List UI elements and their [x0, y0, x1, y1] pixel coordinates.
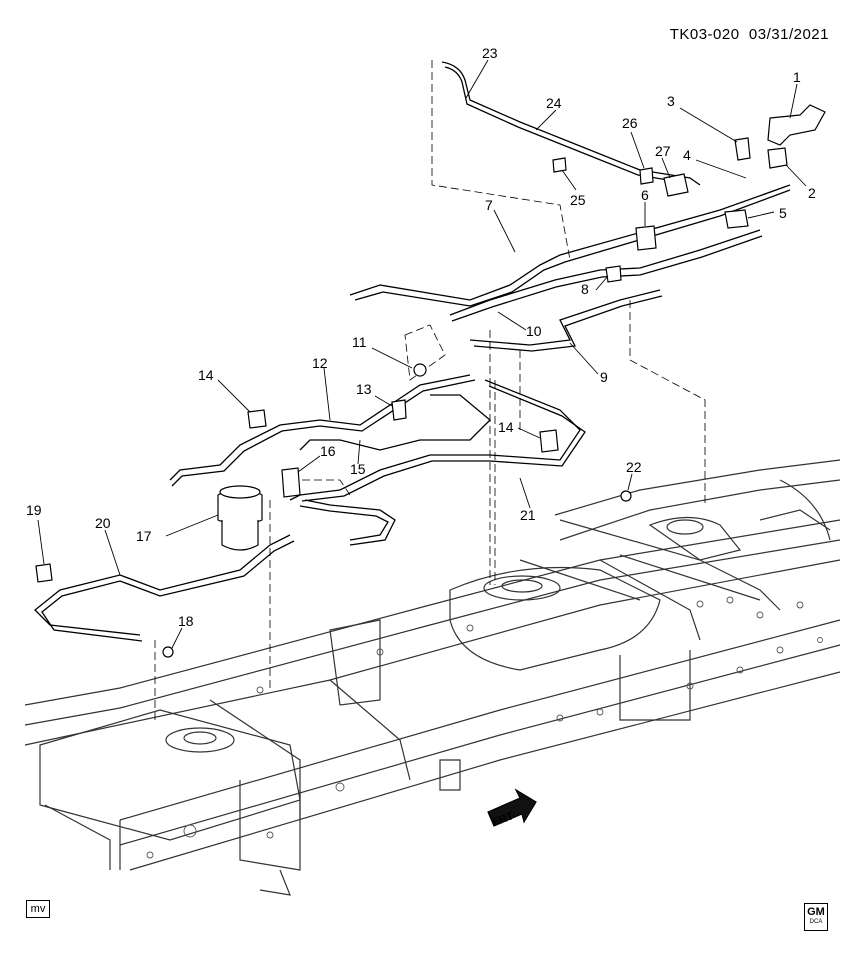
- callout-13: 13: [356, 381, 372, 397]
- fuel-lines: [34, 61, 791, 642]
- callout-26: 26: [622, 115, 638, 131]
- diagram-header: TK03-020 03/31/2021: [670, 26, 829, 43]
- vehicle-frame: [24, 459, 841, 896]
- callout-3: 3: [667, 93, 675, 109]
- part-shapes: [35, 104, 826, 827]
- gm-logo: GM DCA: [804, 903, 828, 931]
- leader-dashes: [154, 60, 706, 720]
- callout-15: 15: [350, 461, 366, 477]
- callout-11: 11: [352, 334, 367, 350]
- callout-10: 10: [526, 323, 542, 339]
- callout-27: 27: [655, 143, 671, 159]
- gm-logo-sub: DCA: [809, 919, 823, 925]
- frame-holes: [146, 596, 823, 859]
- callout-18: 18: [178, 613, 194, 629]
- callout-2: 2: [808, 185, 816, 201]
- callout-12: 12: [312, 355, 328, 371]
- mv-label: mv: [26, 900, 50, 918]
- callout-8: 8: [581, 281, 589, 297]
- callout-leaders: [37, 59, 807, 649]
- callout-14b: 14: [498, 419, 514, 435]
- callout-4: 4: [683, 147, 691, 163]
- callout-9: 9: [600, 369, 608, 385]
- callout-24: 24: [546, 95, 562, 111]
- callout-5: 5: [779, 205, 787, 221]
- callout-19: 19: [26, 502, 42, 518]
- callout-1: 1: [793, 69, 801, 85]
- callout-labels: 1 2 3 4 5 6 7 8 9 10 11 12 13 14 14 15 1…: [26, 45, 816, 829]
- callout-16: 16: [320, 443, 336, 459]
- callout-23: 23: [482, 45, 498, 61]
- diagram-code: TK03-020: [669, 26, 740, 43]
- callout-21: 21: [520, 507, 536, 523]
- callout-22: 22: [626, 459, 642, 475]
- diagram-date: 03/31/2021: [748, 26, 829, 43]
- callout-7: 7: [485, 197, 493, 213]
- callout-6: 6: [641, 187, 649, 203]
- callout-14a: 14: [198, 367, 214, 383]
- callout-20: 20: [95, 515, 111, 531]
- callout-25: 25: [570, 192, 586, 208]
- gm-logo-text: GM: [807, 906, 825, 918]
- callout-17: 17: [136, 528, 152, 544]
